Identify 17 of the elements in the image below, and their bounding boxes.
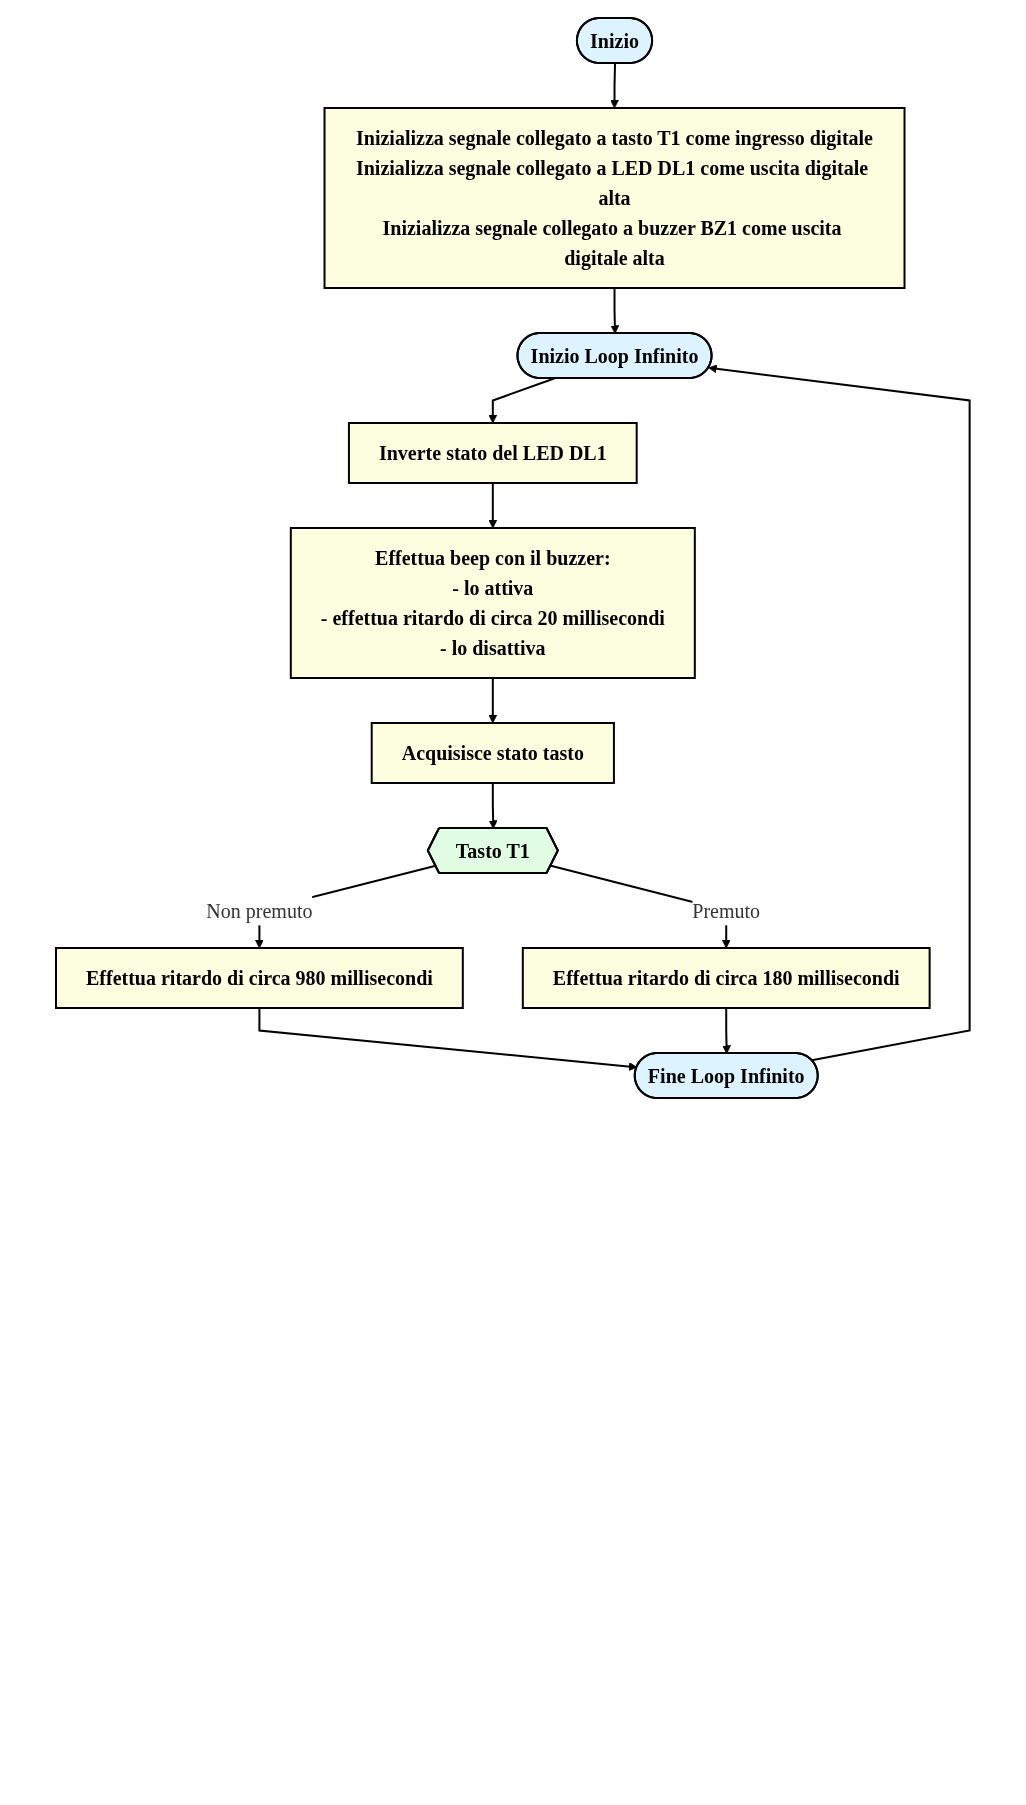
arrow (488, 482, 498, 529)
node-box: Inverte stato del LED DL1 (348, 422, 638, 484)
node-box: Inizializza segnale collegato a tasto T1 come ingresso digitale Inizializza segnale collegato a LED DL1 come uscita digitale alta Inizializza segnale collegato a buzzer BZ1 come uscita digitale alta (323, 107, 906, 289)
node-box: Effettua ritardo di circa 980 millisecondi (55, 947, 464, 1009)
arrow (722, 1007, 732, 1054)
arrow (610, 62, 620, 109)
arrow (610, 287, 620, 334)
arrow (708, 364, 971, 1062)
arrow (488, 782, 498, 829)
node-box: Effettua beep con il buzzer: - lo attiva - effettua ritardo di circa 20 millisecondi - lo disattiva (290, 527, 696, 679)
edge-label: Premuto (692, 899, 761, 922)
node-box: Acquisisce stato tasto (370, 722, 616, 784)
arrow (488, 377, 556, 424)
node-box: Effettua ritardo di circa 180 millisecondi (522, 947, 931, 1009)
arrow (488, 677, 498, 724)
arrow (258, 1007, 638, 1071)
edge-label: Non premuto (206, 899, 313, 922)
